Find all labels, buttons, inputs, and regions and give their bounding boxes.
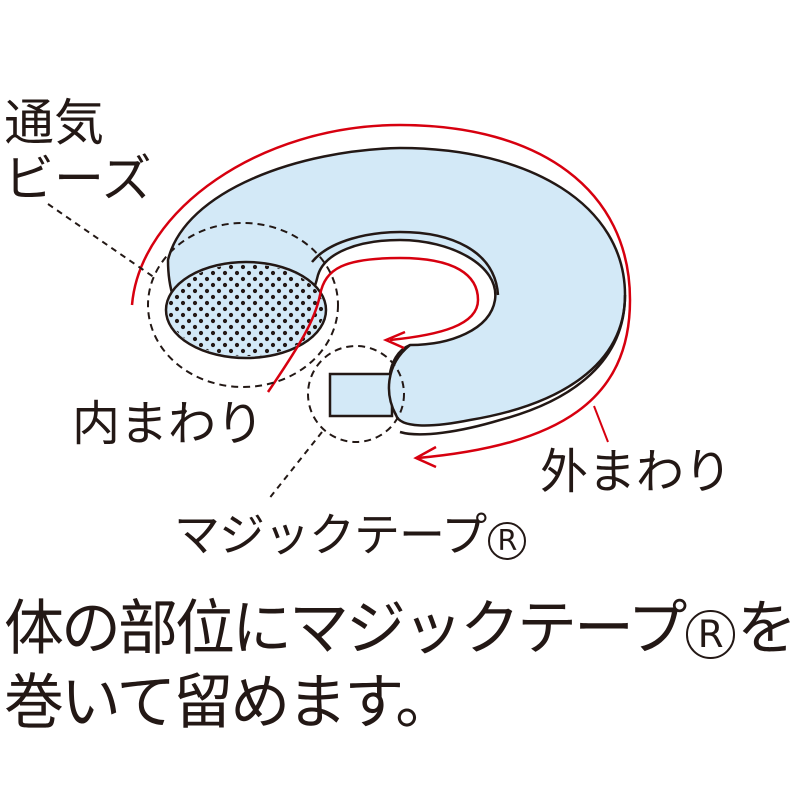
outer-route-arrow — [130, 123, 632, 460]
label-beads-line1: 通気 — [4, 94, 104, 152]
pillow-inner-edge — [311, 230, 500, 296]
beads-callout-circle — [147, 222, 339, 388]
registered-mark-icon: R — [488, 521, 527, 560]
outer-label-leader — [593, 405, 609, 443]
beads-leader-line — [47, 203, 156, 279]
velcro-callout-circle — [307, 345, 405, 443]
caption-line1-text: 体の部位にマジックテープ — [4, 594, 687, 664]
velcro-tab — [328, 372, 394, 418]
label-outer-route: 外まわり — [540, 444, 733, 500]
inner-route-arrow — [266, 256, 480, 393]
label-ventilation-beads: 通気 ビーズ — [4, 95, 152, 207]
caption-line2: 巻いて留めます。 — [4, 668, 455, 738]
pillow-contour — [399, 294, 627, 436]
caption-line1-end: を — [737, 594, 797, 664]
velcro-leader-line — [267, 431, 323, 501]
registered-mark-icon: R — [686, 610, 736, 659]
label-tape-text: マジックテープ — [174, 508, 487, 562]
inner-arrowhead-icon — [382, 330, 406, 350]
outer-arrowhead-icon — [413, 445, 437, 469]
label-beads-line2: ビーズ — [4, 150, 152, 208]
label-inner-route: 内まわり — [72, 396, 265, 452]
